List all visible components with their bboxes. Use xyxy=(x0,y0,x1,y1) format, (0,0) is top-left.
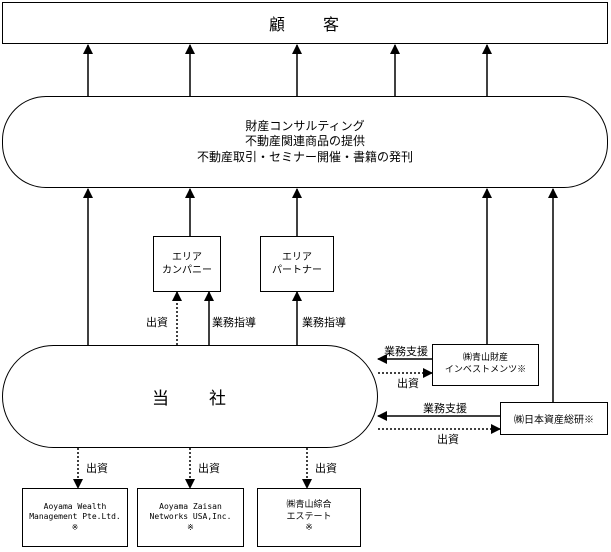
label-guidance-area-company: 業務指導 xyxy=(212,316,256,329)
nihon-shisan-label: ㈱日本資産総研※ xyxy=(514,415,594,426)
label-investment-usa: 出資 xyxy=(198,462,220,475)
aoyama-wealth-box: Aoyama Wealth Management Pte.Ltd. ※ xyxy=(22,488,128,547)
aoyama-wealth-line-3: ※ xyxy=(71,522,79,532)
customer-label: 顧 客 xyxy=(268,15,341,34)
consulting-to-customer-arrows xyxy=(83,44,492,96)
area-partner-line-1: エリア xyxy=(282,252,312,263)
aoyama-wealth-line-2: Management Pte.Ltd. xyxy=(29,512,121,522)
area-company-line-1: エリア xyxy=(172,252,202,263)
consulting-line-2: 不動産関連商品の提供 xyxy=(244,134,365,149)
company-to-bottom-arrows xyxy=(73,448,312,489)
aoyama-sogo-estate-line-1: ㈱青山綜合 xyxy=(286,499,332,510)
aoyama-sogo-estate-line-2: エステート xyxy=(286,511,332,522)
aoyama-wealth-line-1: Aoyama Wealth xyxy=(43,501,107,511)
area-partner-line-2: パートナー xyxy=(272,265,322,276)
customer-box: 顧 客 xyxy=(2,2,608,44)
consulting-line-1: 財産コンサルティング xyxy=(245,118,365,133)
consulting-text: 財産コンサルティング 不動産関連商品の提供 不動産取引・セミナー開催・書籍の発刊 xyxy=(197,119,413,166)
aoyama-sogo-estate-line-3: ※ xyxy=(305,523,313,534)
company-label: 当 社 xyxy=(152,389,228,409)
area-company-line-2: カンパニー xyxy=(162,265,212,276)
aoyama-zaisan-usa-line-3: ※ xyxy=(187,522,194,532)
aoyama-investments-line-1: ㈱青山財産 xyxy=(462,353,508,364)
label-guidance-area-partner: 業務指導 xyxy=(302,316,346,329)
aoyama-zaisan-usa-line-1: Aoyama Zaisan xyxy=(159,501,222,511)
aoyama-investments-box: ㈱青山財産 インベストメンツ※ xyxy=(432,344,539,386)
consulting-box: 財産コンサルティング 不動産関連商品の提供 不動産取引・セミナー開催・書籍の発刊 xyxy=(2,96,608,188)
aoyama-sogo-estate-box: ㈱青山綜合 エステート ※ xyxy=(257,488,361,547)
aoyama-zaisan-usa-line-2: Networks USA,Inc. xyxy=(149,512,232,522)
label-investment-area-company: 出資 xyxy=(146,316,168,329)
label-investment-nihon-shisan: 出資 xyxy=(437,433,459,446)
area-partner-box: エリア パートナー xyxy=(260,236,334,292)
company-box: 当 社 xyxy=(2,345,378,448)
label-investment-investments: 出資 xyxy=(397,377,419,390)
consulting-line-3: 不動産取引・セミナー開催・書籍の発刊 xyxy=(196,149,413,164)
label-investment-wealth: 出資 xyxy=(86,462,108,475)
area-company-box: エリア カンパニー xyxy=(153,236,221,292)
label-investment-estate: 出資 xyxy=(315,462,337,475)
aoyama-zaisan-usa-box: Aoyama Zaisan Networks USA,Inc. ※ xyxy=(137,488,244,547)
label-support-nihon-shisan: 業務支援 xyxy=(423,402,467,415)
label-support-investments: 業務支援 xyxy=(384,345,428,358)
nihon-shisan-box: ㈱日本資産総研※ xyxy=(500,402,608,435)
aoyama-investments-line-2: インベストメンツ※ xyxy=(444,365,527,375)
